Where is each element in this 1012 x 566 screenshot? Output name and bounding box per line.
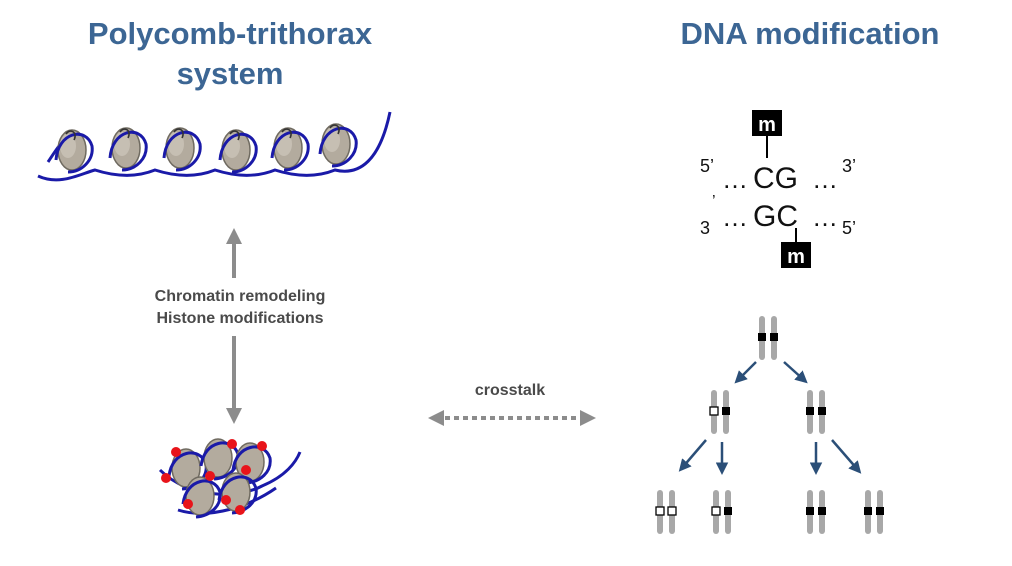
dna-modification-title: DNA modification — [680, 16, 940, 51]
polycomb-trithorax-title: Polycomb-trithorax system — [40, 14, 420, 94]
methyl-mark-top — [752, 110, 782, 136]
open-chromatin-illustration — [37, 111, 392, 182]
crosstalk-label: crosstalk — [474, 382, 546, 399]
title-line-2: system — [176, 56, 284, 91]
hemimethylated-chromosome-2 — [711, 489, 733, 535]
histone-methylation-marks — [161, 439, 267, 515]
bottom-strand-dots-left: … — [722, 202, 748, 232]
histone-modifications-label: Histone modifications — [156, 310, 324, 327]
bottom-strand-five-prime: 5’ — [842, 218, 856, 238]
chromatin-process-labels: Chromatin remodeling Histone modificatio… — [80, 286, 400, 330]
methyl-mark-bottom — [781, 242, 811, 268]
methyl-mark-top-label: m — [758, 114, 776, 136]
unmethylated-chromosome — [655, 489, 677, 535]
top-strand-five-prime: 5’ — [700, 156, 714, 176]
title-line-1: Polycomb-trithorax — [87, 16, 373, 51]
bottom-strand-bases: GC — [753, 200, 798, 233]
bottom-strand-prime-mark: ’ — [712, 193, 716, 210]
methylation-inheritance-tree — [655, 316, 884, 535]
cpg-methylation-illustration: m 5’ … CG … 3’ ’ 3 … GC … 5’ m — [700, 110, 856, 268]
bottom-strand-dots-right: … — [812, 202, 838, 232]
top-strand-dots-left: … — [722, 164, 748, 194]
top-strand-dots-right: … — [812, 164, 838, 194]
parent-chromosome — [758, 316, 778, 360]
methylated-chromosome-2 — [864, 490, 884, 534]
methyl-mark-bottom-label: m — [787, 246, 805, 268]
chromatin-remodeling-label: Chromatin remodeling — [154, 288, 326, 305]
maintained-chromosome — [806, 390, 826, 434]
bottom-strand-three: 3 — [700, 218, 710, 238]
top-strand-bases: CG — [753, 162, 798, 195]
top-strand-three-prime: 3’ — [842, 156, 856, 176]
methylated-chromosome — [806, 490, 826, 534]
compact-chromatin-illustration — [158, 437, 302, 519]
hemimethylated-chromosome — [709, 389, 731, 435]
